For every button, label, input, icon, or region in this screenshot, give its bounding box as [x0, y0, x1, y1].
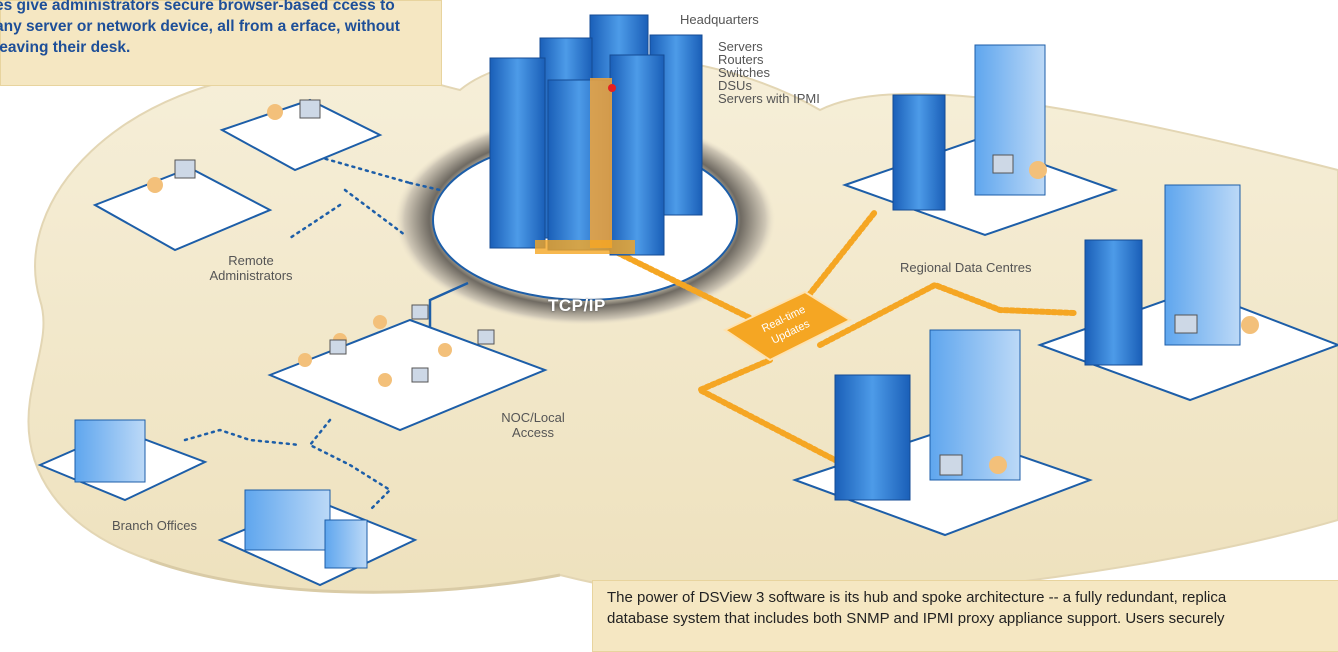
- branch-offices-label: Branch Offices: [112, 518, 197, 533]
- tcp-ip-label: TCP/IP: [548, 296, 606, 316]
- remote-label-line2: Administrators: [196, 268, 306, 283]
- intro-text: es give administrators secure browser-ba…: [0, 0, 415, 58]
- noc-label-line2: Access: [488, 425, 578, 440]
- hq-item: Servers with IPMI: [718, 92, 820, 105]
- remote-label-line1: Remote: [196, 253, 306, 268]
- headquarters-items: Servers Routers Switches DSUs Servers wi…: [718, 40, 820, 105]
- remote-admins-label: Remote Administrators: [196, 253, 306, 283]
- footer-callout: The power of DSView 3 software is its hu…: [592, 580, 1338, 652]
- noc-label-line1: NOC/Local: [488, 410, 578, 425]
- footer-text-line1: The power of DSView 3 software is its hu…: [607, 587, 1338, 608]
- footer-text-line2: database system that includes both SNMP …: [607, 608, 1338, 629]
- noc-label: NOC/Local Access: [488, 410, 578, 440]
- intro-callout: es give administrators secure browser-ba…: [0, 0, 442, 86]
- network-diagram: Real-time Updates: [0, 0, 1338, 637]
- headquarters-label: Headquarters: [680, 12, 759, 27]
- regional-label: Regional Data Centres: [900, 260, 1032, 275]
